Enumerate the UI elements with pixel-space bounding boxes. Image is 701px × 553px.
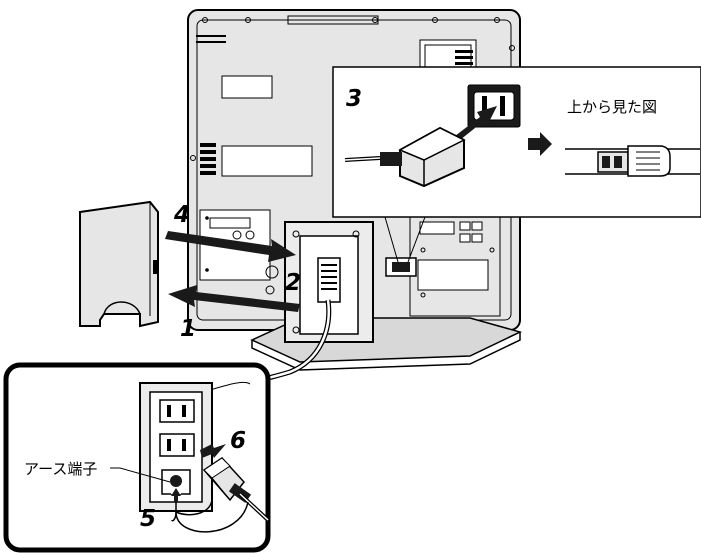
step-6-label: 6 [230, 428, 246, 454]
vent-top-left [196, 35, 226, 43]
cable-cover [79, 200, 159, 328]
label-plate [221, 145, 313, 177]
wall-plug [202, 457, 252, 503]
top-slot-vent [287, 15, 379, 25]
step-2-label: 2 [285, 270, 301, 296]
inset-wall-outlet: アース端子 6 5 [3, 362, 271, 553]
step-5-label: 5 [140, 506, 156, 532]
right-vent-grille [455, 50, 473, 65]
arrow-to-top-view [528, 132, 552, 156]
arrow-step-1 [168, 285, 300, 312]
power-inlet [385, 257, 417, 277]
step-1-label: 1 [180, 316, 196, 342]
arrow-earth [171, 488, 181, 502]
arrow-step-4 [165, 231, 296, 262]
arrow-step-6 [200, 444, 226, 458]
power-plug [380, 126, 466, 188]
left-vent-grille [200, 143, 216, 175]
arrow-insert [455, 106, 497, 140]
inset-step-3: 上から見た図 3 [332, 66, 701, 263]
right-port-panel [409, 215, 501, 317]
wall-outlet-plate [139, 382, 213, 512]
top-view-label: 上から見た図 [567, 98, 657, 116]
step-3-label: 3 [346, 86, 362, 112]
top-view-plug [565, 145, 700, 177]
earth-terminal-label: アース端子 [24, 460, 97, 478]
step-4-label: 4 [173, 202, 190, 228]
